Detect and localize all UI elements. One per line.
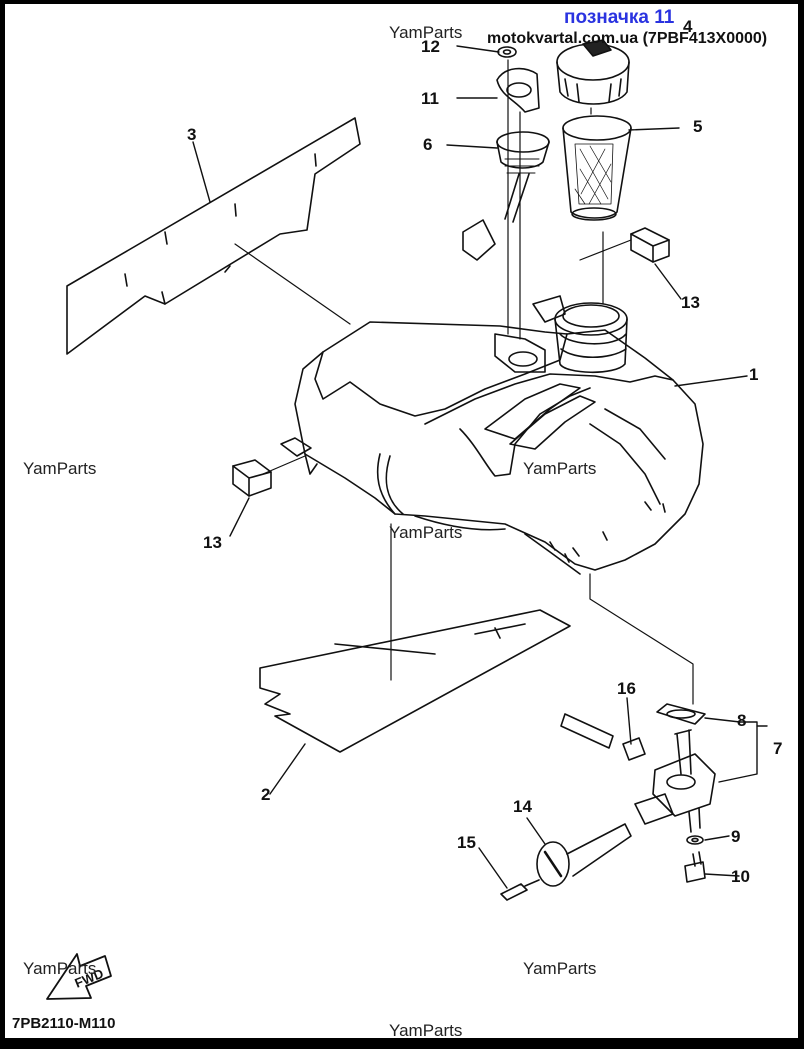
washer-9: [686, 835, 704, 845]
callout-12: 12: [421, 37, 440, 56]
diagram-frame: FWD позначка 11 motokvartal.com.ua (7PBF…: [5, 4, 798, 1038]
fuel-tank-cap: [556, 39, 630, 105]
callout-11: 11: [421, 89, 439, 108]
callout-3: 3: [187, 125, 197, 144]
washer-12: [497, 46, 517, 58]
damper-13-upper: [630, 227, 670, 263]
watermark: YamParts: [389, 523, 463, 542]
callout-2: 2: [261, 785, 271, 804]
callout-15: 15: [457, 833, 476, 852]
watermark: YamParts: [523, 959, 597, 978]
bolt-10: [684, 851, 706, 883]
site-label: motokvartal.com.ua (7PBF413X0000): [487, 30, 768, 47]
callout-14: 14: [513, 797, 532, 816]
fuel-level-sender: [462, 131, 550, 261]
lower-protector-sheet: [259, 609, 571, 753]
gasket-8: [656, 703, 706, 725]
fuel-cock-assembly: [634, 729, 716, 833]
watermark: YamParts: [23, 959, 97, 978]
callout-7: 7: [773, 739, 783, 758]
leader-lines: [192, 45, 768, 889]
damper-13-lower: [232, 459, 272, 497]
hose-clip-16: [560, 713, 646, 761]
callout-5: 5: [693, 117, 703, 136]
side-protector-sheet: [66, 117, 361, 355]
watermark: YamParts: [389, 1021, 463, 1038]
fuel-strainer: [562, 115, 632, 221]
callout-9: 9: [731, 827, 741, 846]
callout-6: 6: [423, 135, 433, 154]
callout-4: 4: [683, 17, 693, 36]
callout-13-upper: 13: [681, 293, 700, 312]
watermark: YamParts: [523, 459, 597, 478]
callout-10: 10: [731, 867, 750, 886]
callout-1: 1: [749, 365, 759, 384]
diagram-code: 7PB2110-M110: [12, 1015, 116, 1032]
fuel-tank: [294, 295, 704, 575]
callout-16: 16: [617, 679, 636, 698]
watermark: YamParts: [389, 23, 463, 42]
callout-8: 8: [737, 711, 747, 730]
gasket-11: [496, 67, 540, 113]
exploded-parts-diagram: FWD: [46, 39, 768, 1000]
callout-13-lower: 13: [203, 533, 222, 552]
watermark: YamParts: [23, 459, 97, 478]
screw-15: [500, 879, 540, 901]
diagram-title: позначка 11: [564, 7, 675, 28]
assembly-lines: [234, 59, 694, 705]
tank-mount-tab: [280, 437, 312, 457]
fuel-cock-lever-14: [536, 823, 632, 887]
